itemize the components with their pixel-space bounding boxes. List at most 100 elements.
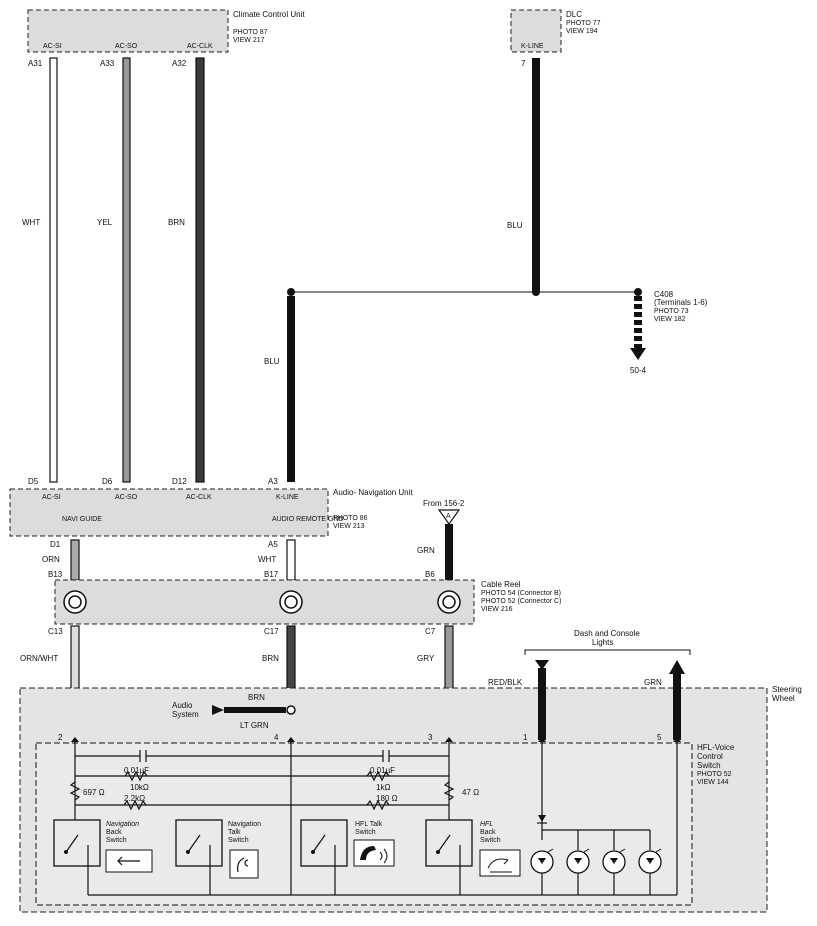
hfl-terminal-5: 5 <box>657 733 662 742</box>
hfl-back-switch <box>425 819 521 877</box>
from-ref-label: From 156-2 <box>423 499 465 508</box>
cap2-label: 0.01µF <box>370 766 395 775</box>
terminal-c7: C7 <box>425 627 436 636</box>
terminal-b17: B17 <box>264 570 279 579</box>
hfl-talk-switch <box>300 819 395 867</box>
dlc-photo: PHOTO 77 <box>566 20 601 27</box>
wire-label-gry: GRY <box>417 654 435 663</box>
wire-label-grn-low: GRN <box>644 678 662 687</box>
wire-brn <box>195 57 205 483</box>
wire-label-brn: BRN <box>168 218 185 227</box>
nav-unit-title: Audio- Navigation Unit <box>333 488 413 497</box>
nav-pin-kline: K-LINE <box>276 494 299 501</box>
wire-yel <box>122 57 131 483</box>
cable-reel-photo1: PHOTO 54 (Connector B) <box>481 590 561 597</box>
climate-pin-acsi: AC-SI <box>43 43 62 50</box>
nav-back-switch <box>53 819 153 873</box>
from-ref-letter: A <box>446 513 451 520</box>
nav-pin-acsi: AC-SI <box>42 494 61 501</box>
wire-label-brn-audio: BRN <box>248 693 265 702</box>
nav-talk-switch <box>175 819 259 879</box>
res2-zigzag <box>69 781 81 801</box>
hfl-switch-photo: PHOTO 52 <box>697 771 732 778</box>
wire-label-yel: YEL <box>97 218 113 227</box>
climate-unit-title: Climate Control Unit <box>233 10 305 19</box>
dlc-view: VIEW 194 <box>566 28 598 35</box>
terminal-c13: C13 <box>48 627 63 636</box>
res4-label: 1kΩ <box>376 783 390 792</box>
dlc-box <box>510 9 562 53</box>
lamp-icon-2 <box>566 848 590 874</box>
splice-dot-mid <box>532 288 540 296</box>
wire-label-orn-wht: ORN/WHT <box>20 654 58 663</box>
nav-unit-box <box>9 488 329 537</box>
nav-unit-photo: PHOTO 86 <box>333 515 368 522</box>
cable-reel-photo2: PHOTO 52 (Connector C) <box>481 598 561 605</box>
hfl-talk-icon <box>353 839 395 867</box>
res6-zigzag <box>443 781 455 801</box>
terminal-d6: D6 <box>102 477 113 486</box>
dlc-title: DLC <box>566 10 582 19</box>
nav-pin-audio-remote-gnd: AUDIO REMOTE GND <box>272 516 344 523</box>
splice-dot-left <box>287 288 295 296</box>
climate-unit-view: VIEW 217 <box>233 37 265 44</box>
terminal-d5: D5 <box>28 477 39 486</box>
audio-splice-dot <box>286 705 296 715</box>
terminal-a3: A3 <box>268 477 278 486</box>
red-blk-arrow-icon <box>535 660 549 670</box>
res2-label: 697 Ω <box>83 788 105 797</box>
cable-reel-box <box>54 579 475 625</box>
wire-wht <box>49 57 58 483</box>
wire-brn-audio <box>224 707 286 713</box>
climate-unit-photo: PHOTO 87 <box>233 29 268 36</box>
c408-title: C408 <box>654 290 674 299</box>
terminal-a33: A33 <box>100 59 115 68</box>
wire-label-wht: WHT <box>22 218 40 227</box>
wire-label-blu-dlc: BLU <box>507 221 523 230</box>
res3-zigzag <box>123 799 147 811</box>
audio-system-arrow-icon <box>212 705 224 715</box>
nav-pin-acso: AC-SO <box>115 494 138 501</box>
c408-photo: PHOTO 73 <box>654 308 689 315</box>
hfl-switch-view: VIEW 144 <box>697 779 729 786</box>
wire-label-wht-mid: WHT <box>258 555 276 564</box>
res1-zigzag <box>124 770 148 782</box>
nav-unit-view: VIEW 213 <box>333 523 365 530</box>
cap1-label: 0.01µF <box>124 766 149 775</box>
reel-coil-icon-3 <box>437 590 461 614</box>
dlc-terminal: 7 <box>521 59 526 68</box>
cable-reel-title: Cable Reel <box>481 580 521 589</box>
wire-label-blu-nav: BLU <box>264 357 280 366</box>
res5-label: 180 Ω <box>376 794 398 803</box>
c408-ref: 50-4 <box>630 366 647 375</box>
dlc-pin: K-LINE <box>521 43 544 50</box>
hfl-switch-box <box>35 742 693 906</box>
c408-arrow-icon <box>630 348 646 360</box>
terminal-a32: A32 <box>172 59 187 68</box>
climate-pin-acclk: AC-CLK <box>187 43 213 50</box>
wire-wht-mid <box>286 539 296 581</box>
wire-blu-dlc <box>532 58 540 292</box>
hfl-terminal-3: 3 <box>428 733 433 742</box>
wire-blu-nav <box>287 296 295 482</box>
terminal-a5: A5 <box>268 540 278 549</box>
cable-reel-view: VIEW 216 <box>481 606 513 613</box>
wire-grn-low <box>673 672 681 740</box>
wire-label-grn: GRN <box>417 546 435 555</box>
wire-orn <box>70 539 80 581</box>
hfl-terminal-4: 4 <box>274 733 279 742</box>
dash-lights-bracket <box>524 649 691 655</box>
wire-label-brn-low: BRN <box>262 654 279 663</box>
nav-talk-icon <box>229 849 259 879</box>
terminal-b6: B6 <box>425 570 435 579</box>
wire-label-red-blk: RED/BLK <box>488 678 523 687</box>
res1-label: 10kΩ <box>130 783 149 792</box>
